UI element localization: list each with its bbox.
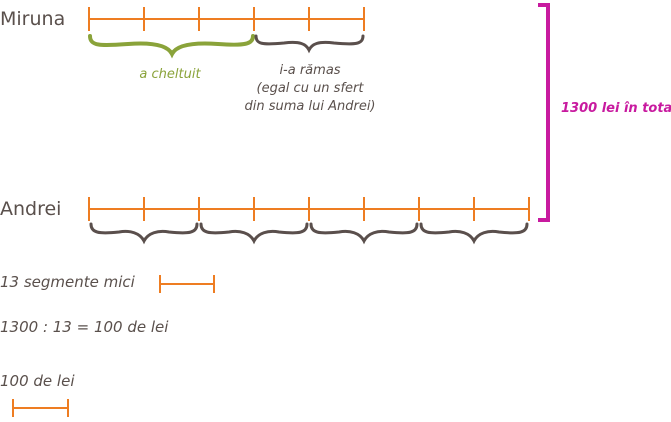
total-label: 1300 lei în total (561, 101, 671, 116)
calculation-label: 1300 : 13 = 100 de lei (0, 318, 169, 336)
andrei-brace-3 (309, 222, 419, 245)
andrei-label: Andrei (0, 198, 61, 220)
unit-segment-value (12, 399, 69, 417)
remaining-label-line2: (egal cu un sfert (257, 81, 365, 96)
andrei-brace-2 (199, 222, 309, 245)
andrei-braces (89, 222, 529, 245)
remaining-label-line3: din suma lui Andrei) (244, 99, 375, 114)
andrei-segment-bar (88, 197, 530, 221)
miruna-segment-bar (88, 7, 365, 31)
remaining-brace (254, 34, 365, 54)
small-segments-label: 13 segmente mici (0, 273, 136, 291)
andrei-brace-1 (89, 222, 199, 245)
total-bracket (538, 3, 550, 222)
spent-brace (88, 34, 255, 59)
miruna-label: Miruna (0, 8, 65, 30)
value-label: 100 de lei (0, 372, 75, 390)
unit-segment-sample (159, 275, 215, 293)
remaining-label-line1: i-a rămas (279, 63, 340, 78)
andrei-brace-4 (419, 222, 529, 245)
spent-label: a cheltuit (139, 67, 201, 82)
